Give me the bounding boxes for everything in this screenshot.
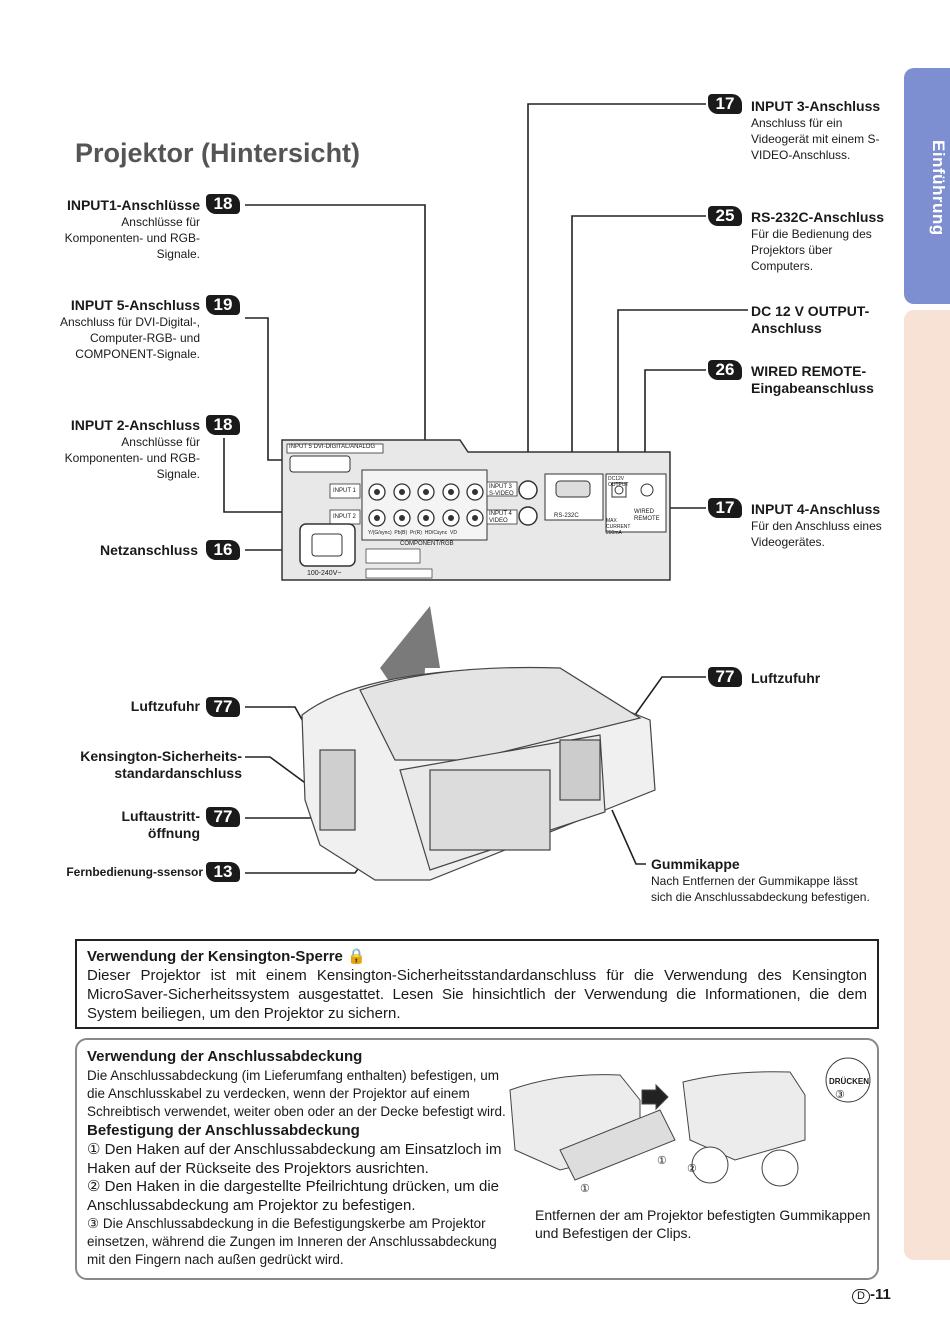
cover-section: Verwendung der Anschlussabdeckung Die An… (75, 1038, 879, 1280)
kensington-note: Verwendung der Kensington-Sperre 🔒 Diese… (75, 939, 879, 1029)
projector-illustration (301, 666, 656, 881)
callout-rubber-cap: Gummikappe Nach Entfernen der Gummikappe… (651, 856, 870, 904)
callout-air-intake-right: Luftzufuhr (751, 670, 821, 686)
ref-badge: 25 (708, 206, 742, 226)
press-label: DRÜCKEN (829, 1077, 869, 1086)
callout-input3: INPUT 3-Anschluss Anschluss für ein Vide… (751, 98, 881, 162)
kensington-body: Dieser Projektor ist mit einem Kensingto… (87, 967, 867, 1022)
cover-subtitle: Befestigung der Anschlussabdeckung (87, 1122, 360, 1139)
callout-input1: INPUT1-Anschlüsse Anschlüsse für Kompone… (64, 197, 200, 261)
page-number: D-11 (852, 1286, 891, 1304)
ref-badge: 17 (708, 94, 742, 114)
panel-component-rgb: COMPONENT/RGB (400, 541, 454, 547)
panel-max-current: MAX CURRENT 200mA (606, 518, 631, 536)
chapter-tab[interactable] (904, 68, 950, 304)
cover-intro: Die Anschlussabdeckung (im Lieferumfang … (87, 1068, 506, 1119)
side-band (904, 310, 950, 1260)
callout-rs232c: RS-232C-Anschluss Für die Bedienung des … (751, 209, 885, 273)
callout-remote-sensor: Fernbedienung-ssensor (66, 865, 203, 879)
step-mark-3: ③ (835, 1089, 845, 1101)
cover-step-1: ① Den Haken auf der Anschlussabdeckung a… (87, 1141, 502, 1177)
rear-panel (281, 439, 671, 581)
panel-input2-label: INPUT 2 (333, 514, 356, 520)
ref-badge: 18 (206, 415, 240, 435)
cover-step-2: ② Den Haken in die dargestellte Pfeilric… (87, 1178, 500, 1214)
callout-input2: INPUT 2-Anschluss Anschlüsse für Kompone… (64, 417, 200, 481)
cover-title: Verwendung der Anschlussabdeckung (87, 1048, 363, 1065)
callout-wired-remote: WIRED REMOTE-Eingabeanschluss (751, 363, 874, 396)
panel-input1-label: INPUT 1 (333, 488, 356, 494)
panel-voltage: 100-240V~ (307, 570, 342, 577)
cover-step-3: ③ Die Anschlussabdeckung in die Befestig… (87, 1216, 497, 1267)
panel-input3-label: INPUT 3 S-VIDEO (489, 484, 514, 497)
ref-badge: 13 (206, 862, 240, 882)
panel-wired-remote-label: WIRED REMOTE (634, 509, 660, 522)
ref-badge: 77 (708, 667, 742, 687)
ref-badge: 77 (206, 807, 240, 827)
callout-power: Netzanschluss (99, 542, 198, 558)
ref-badge: 26 (708, 360, 742, 380)
callout-input5: INPUT 5-Anschluss Anschluss für DVI-Digi… (59, 297, 200, 361)
cover-caption: Entfernen der am Projektor befestigten G… (535, 1207, 871, 1241)
panel-input5-label: INPUT 5 DVI-DIGITAL/ANALOG (289, 444, 376, 450)
panel-dc12v-label: DC12V OUTPUT (608, 476, 629, 488)
step-mark-1: ① (657, 1155, 667, 1167)
step-mark-1b: ① (580, 1183, 590, 1195)
callout-kensington: Kensington-Sicherheits-standardanschluss (80, 748, 242, 781)
callout-air-exhaust: Luftaustritt-öffnung (121, 808, 200, 841)
kensington-title: Verwendung der Kensington-Sperre 🔒 (87, 948, 366, 965)
ref-badge: 19 (206, 295, 240, 315)
page-title: Projektor (Hintersicht) (75, 138, 361, 168)
ref-badge: 16 (206, 540, 240, 560)
callout-dc12v: DC 12 V OUTPUT-Anschluss (751, 303, 870, 336)
step-mark-2: ② (687, 1163, 697, 1175)
panel-rs232c-label: RS-232C (554, 513, 579, 519)
callout-air-intake-left: Luftzufuhr (130, 698, 200, 714)
ref-badge: 17 (708, 498, 742, 518)
panel-input4-label: INPUT 4 VIDEO (489, 511, 512, 524)
cover-illustration (509, 1057, 871, 1187)
panel-component-labels: Y/(G/sync) Pb(B) Pr(R) HD/Csync VD (368, 530, 457, 536)
chapter-tab-label: Einführung (929, 140, 948, 236)
callout-input4: INPUT 4-Anschluss Für den Anschluss eine… (751, 501, 882, 549)
ref-badge: 18 (206, 194, 240, 214)
lock-icon: 🔒 (347, 948, 366, 965)
ref-badge: 77 (206, 697, 240, 717)
